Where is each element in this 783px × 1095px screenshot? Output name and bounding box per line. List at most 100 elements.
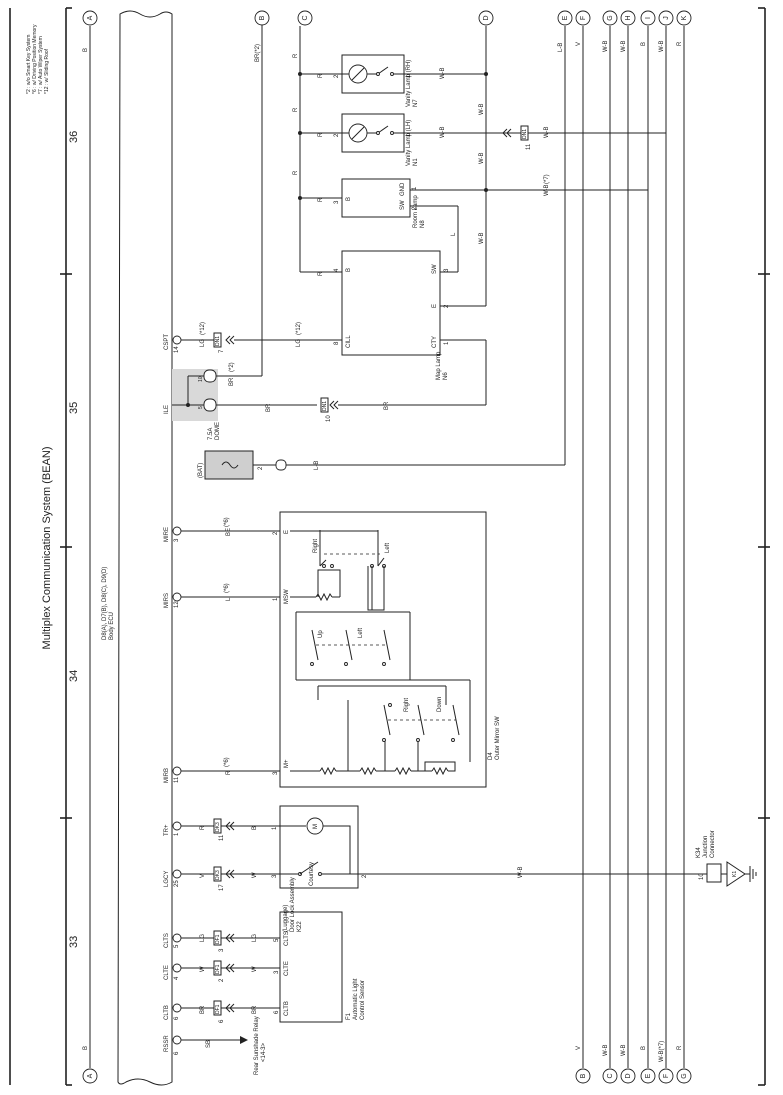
f1-pin-num-6: 6 (274, 1010, 280, 1014)
col-d-wire-wb-3: W-B (479, 232, 485, 244)
dn1-pin-10: 10 (326, 415, 332, 422)
d4-pin-num-1: 1 (273, 597, 279, 601)
ile-wire-br-2: BR (266, 403, 272, 412)
n6-pin-cill: CILL (346, 335, 352, 348)
k22-name-2: (Luggage) (283, 905, 289, 932)
pin-num-tr: 1 (174, 832, 180, 836)
cspt-circuit: DN1 7 LG (*12) LG (*12) (181, 322, 342, 353)
col-g-top (602, 10, 618, 26)
pin-num-lgcy: 25 (174, 880, 180, 887)
cspt-wire-note: (*12) (200, 322, 206, 335)
tr-wire-color: R (200, 825, 206, 830)
cltb-wire-1: BR (200, 1005, 206, 1014)
col-i-top-wire: B (641, 42, 647, 46)
col-j-top (658, 10, 674, 26)
column-a-bottom-marker (82, 1068, 98, 1084)
section-number-33: 33 (68, 936, 80, 948)
col-c-bottom-letter: C (607, 1073, 614, 1078)
d4-label-up: Up (318, 630, 324, 638)
top-wb-wire: W-B (544, 184, 550, 196)
n8-pin-num-3: 3 (334, 200, 340, 204)
col-j-top-wire: W-B (659, 40, 665, 52)
lgcy-wire-color: V (200, 874, 206, 878)
d4-pin-m: M+ (284, 759, 290, 768)
col-f-top-wire: V (576, 42, 582, 46)
col-k-top-letter: K (681, 15, 688, 20)
page-frame (9, 7, 770, 1086)
col-d-top (478, 10, 494, 26)
ecu-pins: RSSR 6 CLTB 6 CLTE 4 CLTS 5 LGCY 25 TR+ … (164, 334, 182, 1055)
rssr-circuit: SB Rear Sunshade Relay <14-3> (181, 1016, 267, 1075)
section-number-36: 36 (68, 131, 80, 143)
relay-label-1: Rear Sunshade Relay (254, 1016, 260, 1075)
n8-pin-gnd: GND (400, 182, 406, 196)
cspt-wire-note-2: (*12) (296, 322, 302, 335)
column-wires-right: R R R W-B W-B W-B W-B (*7) (293, 26, 648, 306)
pin-marker-lgcy (172, 869, 182, 879)
n7-wb-wire-color: W-B (440, 67, 446, 79)
d4-name: Outer Mirror SW (495, 716, 501, 760)
pin-name-tr: TR+ (164, 824, 170, 836)
column-a-bottom-wire: B (83, 1046, 89, 1050)
dk3-id-1: DK3 (215, 870, 221, 880)
n1-pin-num-1: 1 (406, 133, 412, 137)
col-c-top (297, 10, 313, 26)
mirb-wire-color: R (226, 770, 232, 775)
dn1-id-2: DN1 (215, 336, 221, 346)
k34-pin: 10 (699, 873, 705, 880)
k34-name-1: Junction (703, 836, 709, 858)
col-f-bottom (658, 1068, 674, 1084)
dn1-pin-7: 7 (219, 349, 225, 353)
col-c-wire-r-2: R (293, 107, 299, 112)
mirs-wire-color: L (226, 597, 232, 601)
n6-map-lamp: 8 1 4 3 2 CILL CTY B SW E N6 Map Lamp L … (300, 205, 486, 380)
pin-name-rssr: RSSR (164, 1035, 170, 1052)
ground-icon (726, 861, 746, 887)
fuse-pin: 2 (258, 466, 264, 470)
f1-pin-clts: CLTS (284, 931, 290, 946)
col-e-bottom-letter: E (645, 1073, 652, 1078)
df1-id-1: DF1 (215, 1004, 221, 1014)
d4-label-right-1: Right (313, 539, 319, 553)
body-ecu: D8(A), D7(B), D8(C), D9(D) Body ECU (102, 10, 173, 1086)
col-f-bottom-letter: F (663, 1074, 670, 1078)
ile-splice-2 (203, 369, 217, 383)
n1-pin-num-2: 2 (334, 133, 340, 137)
f1-pin-num-3: 3 (274, 970, 280, 974)
pin-num-clts: 5 (174, 944, 180, 948)
col-c-wire-r-1: R (293, 53, 299, 58)
ile-splice-pin-10: 10 (198, 376, 204, 382)
mirb-wire-note: (*6) (224, 757, 230, 767)
f1-name-1: Automatic Light (353, 978, 359, 1020)
col-f-top-letter: F (580, 16, 587, 20)
bat-wire-color: L-B (314, 461, 320, 470)
ile-splice-1 (203, 398, 217, 412)
pin-name-mirs: MIRS (164, 593, 170, 608)
dn1-id-1: DN1 (322, 401, 328, 411)
mire-wire-note: (*6) (224, 517, 230, 527)
ile-wire-note: (*2) (229, 362, 235, 372)
col-b-top-wire: BR(*2) (255, 44, 261, 62)
dk3-id-2: DK3 (215, 822, 221, 832)
note-7: *7 : w/ Auto Wiper System (38, 36, 44, 94)
pin-name-lgcy: LGCY (164, 871, 170, 887)
mirs-wire-note: (*6) (224, 583, 230, 593)
note-2: *2 : w/o Smart Key System (26, 35, 32, 94)
pin-marker-clts (172, 933, 182, 943)
n1-id: N1 (413, 158, 419, 166)
df1-connector-clts (213, 930, 222, 946)
n8-pin-num-2: 2 (412, 206, 418, 210)
df1-connector-cltb (213, 1000, 222, 1016)
n8-pin-num-1: 1 (412, 186, 418, 190)
col-h-top-wire: W-B (621, 40, 627, 52)
lgcy-wire-color-2: W (252, 872, 258, 878)
ecu-label-1: D8(A), D7(B), D8(C), D9(D) (102, 567, 108, 640)
col-f-top (575, 10, 591, 26)
col-j-top-letter: J (663, 16, 670, 20)
pin-marker-clte (172, 963, 182, 973)
dk3-pin-17: 17 (219, 884, 225, 891)
pin-num-mirs: 12 (174, 601, 180, 608)
d4-label-left-2: Left (358, 628, 364, 638)
ile-circuit: 5 10 BR (*2) BR DN1 10 BR (172, 20, 487, 422)
col-g-bottom (676, 1068, 692, 1084)
